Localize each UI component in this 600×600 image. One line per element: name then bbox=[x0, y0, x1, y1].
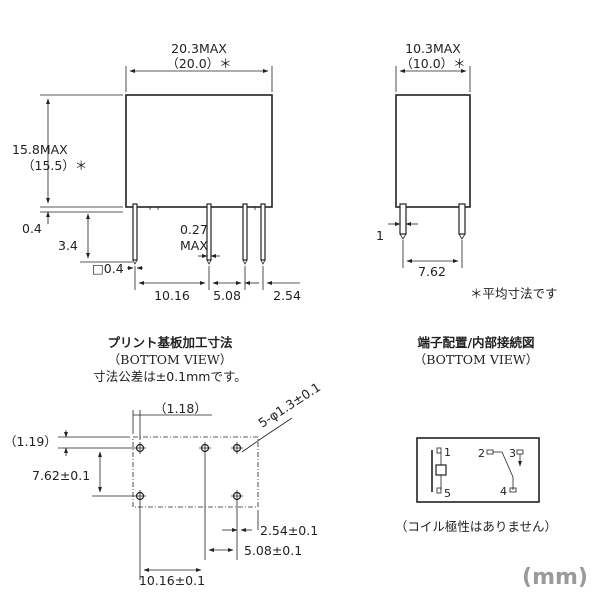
average-dimension-note: ＊平均寸法です bbox=[470, 286, 558, 301]
side-pin-right bbox=[458, 203, 466, 235]
pcb-outline bbox=[132, 436, 259, 508]
terminal-pin-5: 5 bbox=[444, 487, 451, 500]
terminal-section: 端子配置/内部接続図 （BOTTOM VIEW） 1 5 2 3 4 （コイル極… bbox=[395, 335, 557, 534]
front-pin-4 bbox=[260, 203, 266, 261]
front-pin-square: □0.4 bbox=[92, 261, 124, 276]
coil-polarity-note: （コイル極性はありません） bbox=[395, 519, 557, 534]
pcb-pitch-a: 2.54±0.1 bbox=[260, 523, 318, 538]
side-pin-thickness: 1 bbox=[376, 228, 384, 243]
terminal-pin-4: 4 bbox=[500, 485, 507, 498]
front-pin-length: 3.4 bbox=[58, 238, 78, 253]
side-pin-left bbox=[399, 203, 407, 235]
pcb-section-title: プリント基板加工寸法 bbox=[107, 335, 233, 350]
front-pin-width: 0.27 bbox=[180, 222, 208, 237]
front-pin-1 bbox=[132, 203, 138, 261]
terminal-outline bbox=[416, 437, 540, 503]
terminal-pin-3: 3 bbox=[509, 447, 516, 460]
front-pitch-2: 5.08 bbox=[213, 288, 241, 303]
terminal-pin-1: 1 bbox=[444, 446, 451, 459]
side-pin-pitch: 7.62 bbox=[418, 264, 446, 279]
terminal-section-view: （BOTTOM VIEW） bbox=[414, 352, 539, 367]
side-view: 10.3MAX （10.0）＊ 1 7.62 ＊平均寸法です bbox=[376, 41, 558, 301]
pcb-section-view: （BOTTOM VIEW） bbox=[108, 352, 233, 367]
pcb-tolerance-note: 寸法公差は±0.1mmです。 bbox=[93, 369, 246, 384]
front-pin-2 bbox=[206, 203, 212, 261]
front-view: 20.3MAX （20.0）＊ 15.8MAX （15.5）＊ 0.4 3.4 … bbox=[12, 41, 301, 303]
side-width-max: 10.3MAX bbox=[405, 41, 461, 56]
pcb-layout-section: プリント基板加工寸法 （BOTTOM VIEW） 寸法公差は±0.1mmです。 … bbox=[4, 335, 323, 588]
pcb-pitch-b: 5.08±0.1 bbox=[244, 543, 302, 558]
pcb-pitch-c: 10.16±0.1 bbox=[139, 573, 205, 588]
front-width-avg: （20.0）＊ bbox=[166, 56, 231, 71]
side-width-avg: （10.0）＊ bbox=[400, 56, 465, 71]
pcb-offset-y: （1.19） bbox=[4, 434, 57, 449]
front-standoff: 0.4 bbox=[22, 221, 42, 236]
front-pin-width-suffix: MAX bbox=[180, 238, 208, 253]
front-height-avg: （15.5）＊ bbox=[22, 158, 87, 173]
coil-symbol bbox=[435, 464, 447, 476]
terminal-section-title: 端子配置/内部接続図 bbox=[417, 335, 534, 350]
unit-label: (mm) bbox=[522, 565, 588, 590]
front-height-max: 15.8MAX bbox=[12, 142, 68, 157]
relay-body-front bbox=[125, 94, 273, 208]
front-width-max: 20.3MAX bbox=[171, 41, 227, 56]
pcb-pitch-y: 7.62±0.1 bbox=[32, 468, 90, 483]
relay-body-side bbox=[395, 94, 471, 208]
front-pitch-3: 2.54 bbox=[273, 288, 301, 303]
pcb-hole-spec: 5-φ1.3±0.1 bbox=[255, 379, 323, 430]
front-pitch-1: 10.16 bbox=[154, 288, 190, 303]
front-pin-3 bbox=[242, 203, 248, 261]
pcb-offset-x: （1.18） bbox=[154, 401, 207, 416]
terminal-pin-2: 2 bbox=[478, 447, 485, 460]
